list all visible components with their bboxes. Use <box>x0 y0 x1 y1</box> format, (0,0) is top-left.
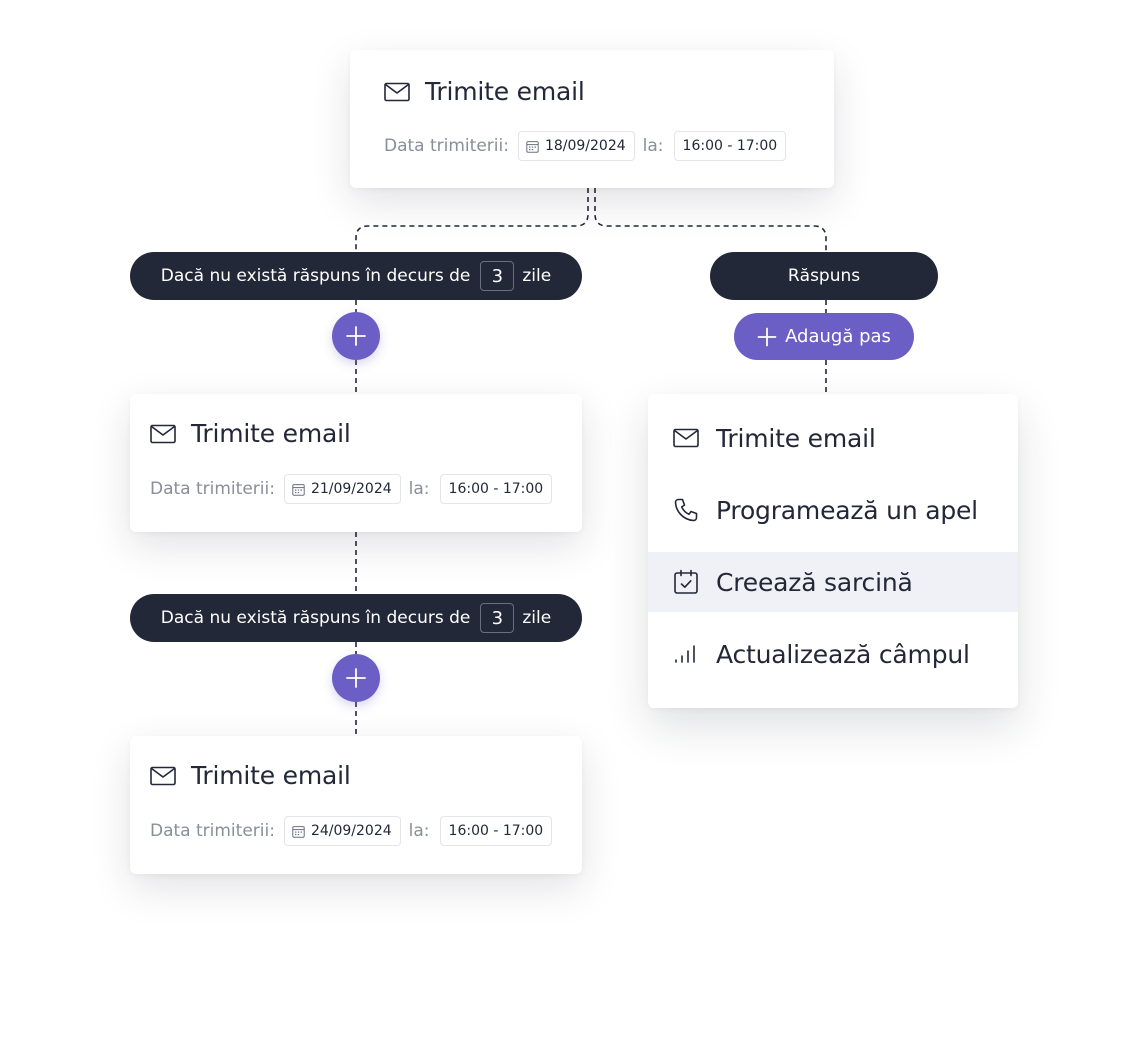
menu-item-update-field[interactable]: Actualizează câmpul <box>648 624 1018 684</box>
date-picker[interactable]: 18/09/2024 <box>517 131 635 161</box>
calendar-icon <box>292 483 305 496</box>
mail-icon <box>672 424 700 452</box>
at-label: la: <box>408 479 430 499</box>
plus-icon <box>346 668 366 688</box>
menu-item-label: Actualizează câmpul <box>716 639 970 669</box>
calendar-icon <box>292 825 305 838</box>
calendar-check-icon <box>672 568 700 596</box>
mail-icon <box>384 82 410 102</box>
time-picker[interactable]: 16:00 - 17:00 <box>439 816 553 846</box>
menu-item-send-email[interactable]: Trimite email <box>648 408 1018 468</box>
send-date-label: Data trimiterii: <box>150 821 275 841</box>
add-step-button[interactable]: Adaugă pas <box>734 313 914 360</box>
menu-item-label: Trimite email <box>716 423 876 453</box>
menu-item-label: Creează sarcină <box>716 567 913 597</box>
days-unit: zile <box>522 608 552 628</box>
reply-text: Răspuns <box>787 266 861 286</box>
email-step-card[interactable]: Trimite email Data trimiterii: 24/09/202… <box>130 736 582 874</box>
calendar-icon <box>526 140 539 153</box>
date-value: 21/09/2024 <box>310 481 392 497</box>
card-title: Trimite email <box>425 77 585 106</box>
date-picker[interactable]: 24/09/2024 <box>283 816 401 846</box>
at-label: la: <box>408 821 430 841</box>
card-title: Trimite email <box>191 761 351 790</box>
phone-icon <box>672 496 700 524</box>
menu-item-schedule-call[interactable]: Programează un apel <box>648 480 1018 540</box>
add-step-button[interactable] <box>332 654 380 702</box>
plus-icon <box>346 326 366 346</box>
send-date-label: Data trimiterii: <box>150 479 275 499</box>
no-reply-condition[interactable]: Dacă nu există răspuns în decurs de 3 zi… <box>130 594 582 642</box>
menu-item-label: Programează un apel <box>716 495 978 525</box>
days-input[interactable]: 3 <box>480 603 515 633</box>
no-reply-condition[interactable]: Dacă nu există răspuns în decurs de 3 zi… <box>130 252 582 300</box>
send-date-label: Data trimiterii: <box>384 136 509 156</box>
condition-text: Dacă nu există răspuns în decurs de <box>160 266 471 286</box>
mail-icon <box>150 766 176 786</box>
email-step-card[interactable]: Trimite email Data trimiterii: 21/09/202… <box>130 394 582 532</box>
at-label: la: <box>642 136 664 156</box>
menu-item-create-task[interactable]: Creează sarcină <box>648 552 1018 612</box>
date-value: 18/09/2024 <box>544 138 626 154</box>
mail-icon <box>150 424 176 444</box>
days-unit: zile <box>522 266 552 286</box>
step-type-menu: Trimite email Programează un apel Creeaz… <box>648 394 1018 708</box>
time-picker[interactable]: 16:00 - 17:00 <box>673 131 787 161</box>
date-picker[interactable]: 21/09/2024 <box>283 474 401 504</box>
email-step-card[interactable]: Trimite email Data trimiterii: 18/09/202… <box>350 50 834 188</box>
bars-icon <box>672 640 700 668</box>
add-step-label: Adaugă pas <box>785 326 891 347</box>
date-value: 24/09/2024 <box>310 823 392 839</box>
time-picker[interactable]: 16:00 - 17:00 <box>439 474 553 504</box>
reply-branch-label[interactable]: Răspuns <box>710 252 938 300</box>
add-step-button[interactable] <box>332 312 380 360</box>
days-input[interactable]: 3 <box>480 261 515 291</box>
condition-text: Dacă nu există răspuns în decurs de <box>160 608 471 628</box>
card-title: Trimite email <box>191 419 351 448</box>
plus-icon <box>757 327 777 346</box>
